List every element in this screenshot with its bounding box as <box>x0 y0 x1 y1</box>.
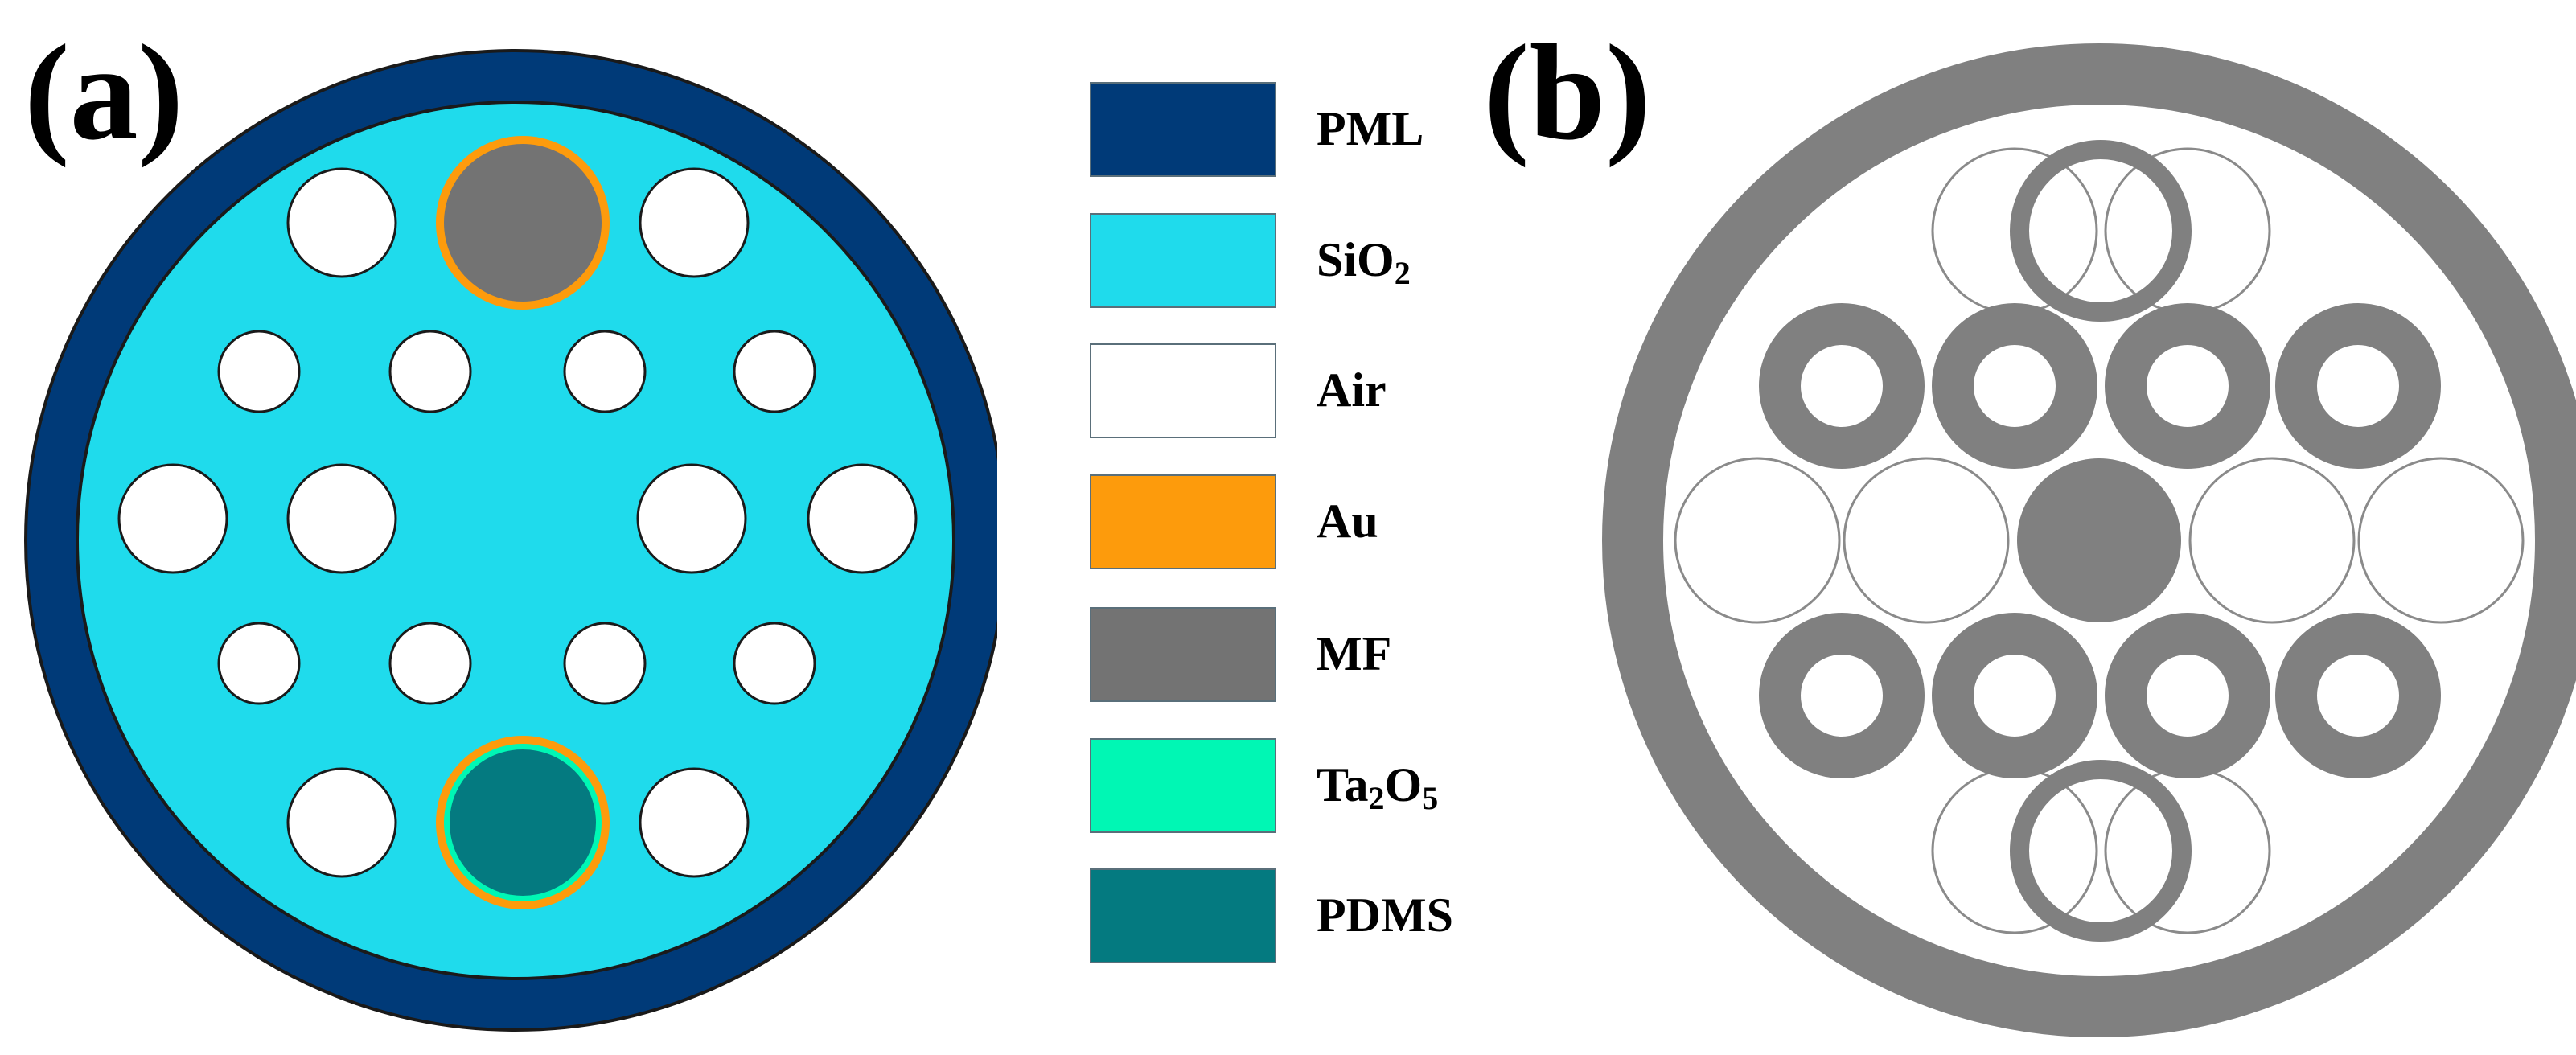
legend-swatch <box>1090 868 1276 963</box>
legend-label: PML <box>1317 105 1424 153</box>
thick-wall-capillary <box>1932 303 2097 469</box>
air-holes <box>117 167 918 878</box>
air-hole <box>563 622 647 705</box>
legend-swatch <box>1090 738 1276 833</box>
legend-label: Air <box>1317 366 1387 414</box>
legend-swatch <box>1090 82 1276 177</box>
thick-wall-capillary <box>1759 613 1925 778</box>
air-hole <box>636 463 747 574</box>
air-hole <box>563 330 647 413</box>
air-hole <box>286 463 397 574</box>
legend-label-part: MF <box>1317 627 1392 680</box>
solid-rod <box>2357 457 2525 624</box>
analyte-channel-bottom <box>436 736 610 909</box>
air-hole <box>639 167 750 278</box>
air-hole <box>286 167 397 278</box>
solid-rod <box>1674 457 1841 624</box>
legend-label-part: PDMS <box>1317 889 1453 942</box>
legend-label: PDMS <box>1317 891 1453 939</box>
thin-wall-capillary <box>2010 140 2192 322</box>
air-hole <box>217 622 301 705</box>
legend-label-part: 5 <box>1422 780 1439 816</box>
legend-label-part: 2 <box>1394 255 1411 291</box>
legend-label: Ta2O5 <box>1317 758 1438 815</box>
capillary-stack <box>1674 140 2525 942</box>
outer-jacket-ring <box>1602 43 2576 1037</box>
legend-swatch <box>1090 607 1276 702</box>
legend-item-air: Air <box>1090 343 1508 441</box>
legend-label-part: SiO <box>1317 233 1395 286</box>
legend-label-part: O <box>1384 758 1423 811</box>
silica-cladding <box>76 101 955 980</box>
center-solid-rod <box>2017 458 2181 622</box>
legend-swatch <box>1090 343 1276 438</box>
legend-item-pml: PML <box>1090 82 1508 180</box>
legend-label-part: 2 <box>1368 780 1385 816</box>
legend-label: Au <box>1317 497 1378 545</box>
legend-label-part: PML <box>1317 102 1424 155</box>
legend-label-part: Air <box>1317 363 1387 417</box>
legend-label: MF <box>1317 630 1391 678</box>
legend-label: SiO2 <box>1317 233 1411 289</box>
air-hole <box>117 463 228 574</box>
pdms-core-bottom <box>450 749 596 896</box>
panel-label-a: (a) <box>24 17 184 168</box>
air-hole <box>733 622 816 705</box>
thick-wall-capillary <box>2275 613 2441 778</box>
legend-swatch <box>1090 474 1276 569</box>
air-hole <box>733 330 816 413</box>
air-hole <box>388 622 472 705</box>
legend-item-sio2: SiO2 <box>1090 213 1508 311</box>
legend-item-ta2o5: Ta2O5 <box>1090 738 1508 836</box>
air-hole <box>639 767 750 878</box>
mf-core-top <box>444 144 602 302</box>
analyte-channel-top <box>436 136 610 310</box>
thin-wall-capillary <box>2010 760 2192 942</box>
thick-wall-capillary <box>2105 303 2270 469</box>
thick-wall-capillary <box>2105 613 2270 778</box>
legend-label-part: Ta <box>1317 758 1369 811</box>
legend-item-pdms: PDMS <box>1090 868 1508 967</box>
air-hole <box>388 330 472 413</box>
solid-rod <box>1843 457 2010 624</box>
air-hole <box>217 330 301 413</box>
panel-a-fiber-cross-section <box>24 49 997 1032</box>
legend-item-au: Au <box>1090 474 1508 573</box>
panel-label-b: (b) <box>1484 17 1651 168</box>
air-hole <box>807 463 918 574</box>
legend-label-part: Au <box>1317 495 1378 548</box>
solid-rod <box>2188 457 2356 624</box>
legend-item-mf: MF <box>1090 607 1508 705</box>
thick-wall-capillary <box>1759 303 1925 469</box>
panel-b-preform-cross-section <box>1602 43 2576 1037</box>
thick-wall-capillary <box>1932 613 2097 778</box>
legend-swatch <box>1090 213 1276 308</box>
air-hole <box>286 767 397 878</box>
thick-wall-capillary <box>2275 303 2441 469</box>
